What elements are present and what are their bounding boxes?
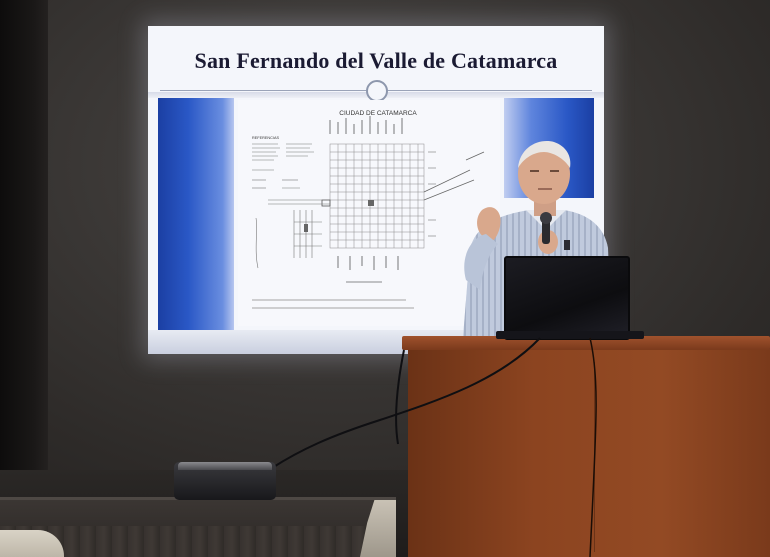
lectern-top [402, 336, 770, 350]
slide-title: San Fernando del Valle de Catamarca [194, 48, 558, 73]
map-caption: CIUDAD DE CATAMARCA [339, 110, 417, 117]
microphone [542, 218, 550, 244]
lectern [408, 349, 770, 557]
laptop-base [496, 331, 644, 339]
foreground-cloth [0, 530, 64, 557]
map-drawing [252, 116, 485, 309]
stage-front [0, 526, 396, 557]
slide-blue-panel-left [158, 98, 234, 330]
projector-top [178, 462, 272, 470]
laptop [504, 256, 630, 340]
left-wall [0, 0, 48, 557]
map-legend-title: REFERENCIAS [252, 136, 280, 140]
city-map: CIUDAD DE CATAMARCA REFERENCIAS [238, 100, 500, 326]
